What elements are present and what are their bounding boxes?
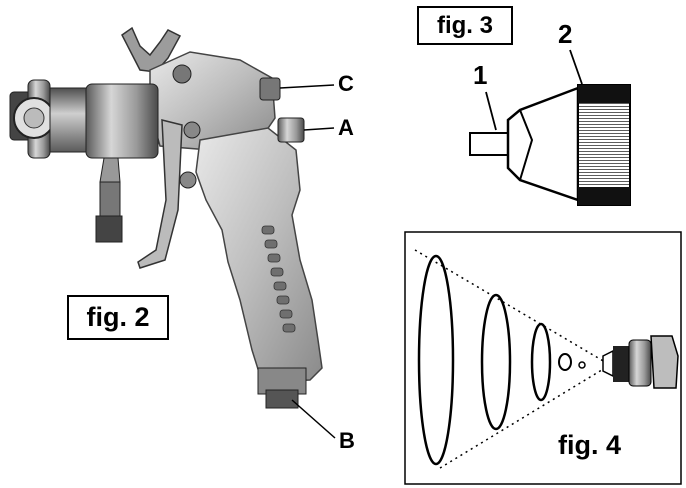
label-2: 2 — [558, 19, 573, 49]
spray-gun-illustration — [9, 26, 336, 439]
figure-4-title: fig. 4 — [558, 430, 622, 460]
nozzle-illustration — [469, 49, 631, 206]
spray-pattern-illustration — [404, 231, 682, 485]
figure-3-title: fig. 3 — [417, 6, 513, 45]
label-1: 1 — [473, 60, 488, 90]
figure-2-title: fig. 2 — [67, 295, 169, 340]
label-c: C — [338, 71, 354, 96]
label-b: B — [339, 428, 355, 453]
label-a: A — [338, 115, 354, 140]
